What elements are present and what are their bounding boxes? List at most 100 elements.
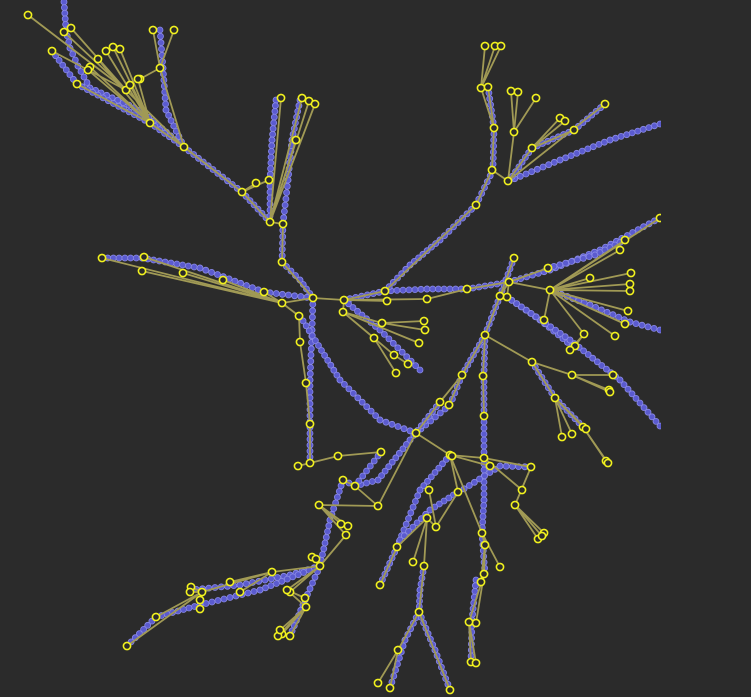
- chain-bead: [306, 370, 314, 378]
- chain-bead: [307, 357, 315, 365]
- graph-edge: [507, 103, 606, 182]
- graph-node: [471, 200, 481, 210]
- chain-bead: [208, 268, 216, 276]
- graph-edge: [119, 48, 151, 124]
- chain-bead: [285, 291, 292, 299]
- chain-bead: [429, 285, 437, 293]
- chain-bead: [496, 462, 504, 470]
- chain-bead: [476, 475, 483, 483]
- graph-edge: [381, 322, 426, 331]
- graph-node: [315, 561, 325, 571]
- graph-node: [478, 371, 488, 381]
- graph-edge: [318, 504, 347, 536]
- chain-bead: [479, 507, 487, 515]
- chain-bead: [333, 493, 341, 501]
- graph-edge: [543, 289, 551, 321]
- chain-bead: [552, 326, 559, 334]
- edge-layer: [27, 14, 661, 691]
- graph-edge: [439, 374, 463, 403]
- chain-bead: [539, 163, 547, 171]
- chain-bead: [267, 147, 275, 155]
- chain-bead: [271, 102, 279, 110]
- chain-bead: [256, 586, 264, 594]
- graph-node: [235, 587, 245, 597]
- graph-node: [489, 123, 499, 133]
- graph-node: [422, 513, 432, 523]
- chain-bead: [363, 467, 370, 475]
- chain-bead: [416, 366, 424, 374]
- graph-node: [72, 79, 82, 89]
- graph-node: [550, 393, 560, 403]
- chain-bead: [398, 270, 406, 278]
- chain-bead: [283, 575, 291, 583]
- chain-bead: [61, 15, 69, 23]
- chain-bead: [271, 108, 279, 115]
- graph-node: [445, 685, 455, 695]
- graph-node: [237, 187, 247, 197]
- graph-edge: [373, 337, 397, 374]
- graph-node: [278, 219, 288, 229]
- chain-bead: [480, 484, 488, 492]
- graph-node: [285, 631, 295, 641]
- graph-edge: [379, 546, 398, 586]
- graph-node: [301, 602, 311, 612]
- graph-edge: [482, 334, 486, 377]
- graph-edge: [483, 457, 532, 468]
- chain-bead: [214, 271, 221, 278]
- graph-node: [225, 577, 235, 587]
- graph-edge: [286, 565, 321, 591]
- graph-edge: [281, 297, 314, 304]
- graph-node: [133, 74, 143, 84]
- graph-edge: [269, 139, 297, 223]
- graph-node: [431, 522, 441, 532]
- chain-bead: [320, 545, 328, 553]
- graph-edge: [513, 97, 537, 133]
- chain-bead: [267, 165, 275, 173]
- chain-bead: [393, 286, 401, 294]
- chain-bead: [518, 303, 525, 311]
- graph-edge: [484, 295, 501, 336]
- graph-edge: [435, 491, 459, 528]
- graph-edge: [482, 375, 485, 417]
- graph-edge: [129, 84, 151, 124]
- chain-bead: [579, 254, 587, 262]
- chain-bead: [268, 136, 276, 144]
- graph-node: [308, 293, 318, 303]
- graph-node: [137, 266, 147, 276]
- graph-node: [545, 285, 555, 295]
- chain-bead: [465, 482, 473, 489]
- graph-edge: [480, 45, 502, 89]
- graph-node: [373, 501, 383, 511]
- chain-bead: [389, 339, 397, 347]
- graph-node: [179, 142, 189, 152]
- graph-edge: [508, 281, 551, 291]
- chain-bead: [645, 124, 653, 131]
- graph-node: [376, 447, 386, 457]
- chain-bead: [363, 403, 371, 411]
- chain-bead: [616, 376, 624, 384]
- graph-edge: [426, 288, 468, 300]
- chain-bead: [479, 518, 487, 526]
- chain-bead: [412, 362, 420, 370]
- graph-edge: [475, 169, 493, 206]
- chain-bead: [395, 449, 403, 457]
- graph-node: [391, 368, 401, 378]
- chain-bead: [306, 585, 314, 593]
- chain-bead: [436, 409, 444, 417]
- chain-bead: [416, 486, 424, 494]
- chain-bead: [624, 385, 632, 393]
- chain-bead: [282, 195, 290, 203]
- chain-bead: [589, 143, 597, 151]
- chain-bead: [83, 79, 91, 86]
- graph-node: [567, 370, 577, 380]
- graph-node: [510, 500, 520, 510]
- graph-edge: [281, 261, 314, 299]
- chain-bead: [606, 136, 614, 144]
- chain-bead: [272, 290, 280, 297]
- graph-edge: [389, 649, 399, 689]
- graph-node: [457, 370, 467, 380]
- graph-node: [265, 217, 275, 227]
- chain-bead: [268, 142, 276, 150]
- graph-edge: [159, 29, 175, 69]
